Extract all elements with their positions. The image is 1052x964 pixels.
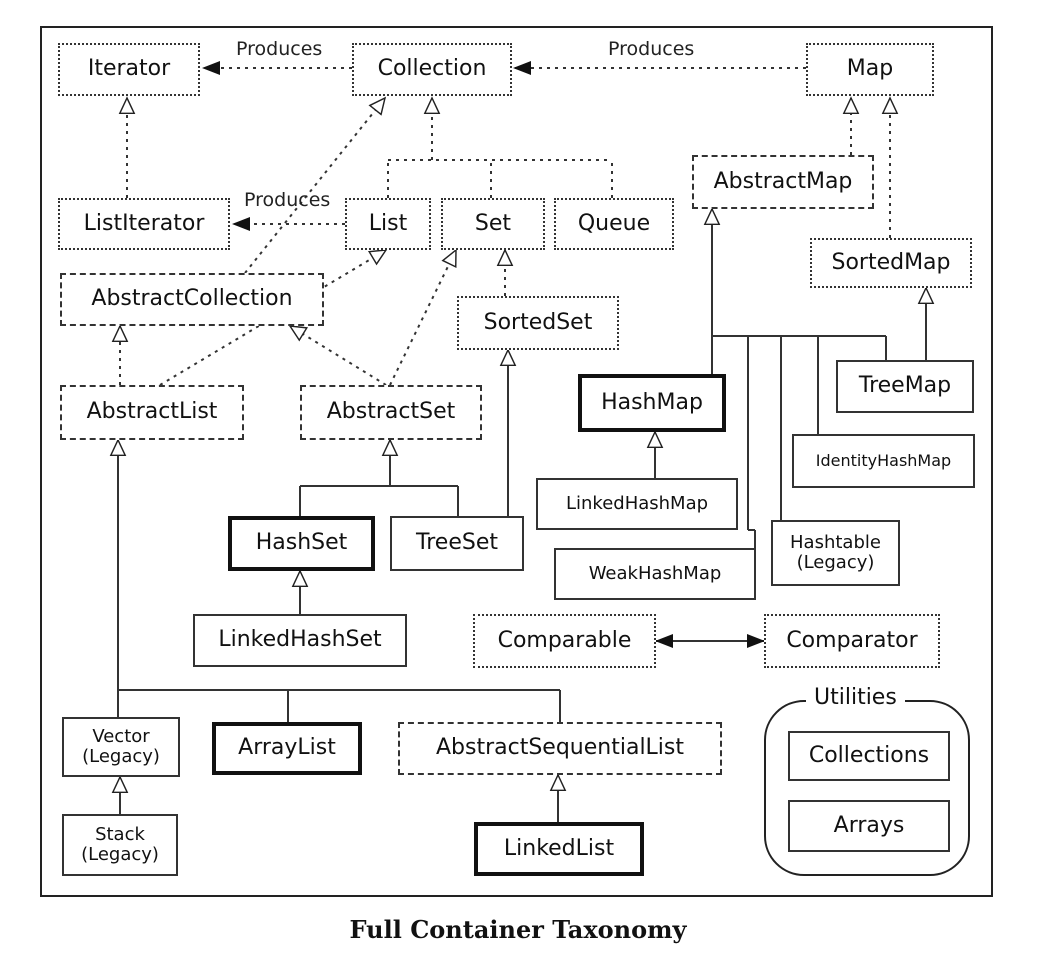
node-iterator: Iterator: [58, 43, 200, 96]
node-hashtable: Hashtable (Legacy): [771, 520, 900, 586]
node-linked-hash-map: LinkedHashMap: [536, 478, 738, 530]
node-map: Map: [806, 43, 934, 96]
edge-label-map-produces-collection: Produces: [608, 38, 695, 60]
node-linked-list: LinkedList: [474, 822, 644, 876]
node-abstract-map: AbstractMap: [692, 155, 874, 209]
edge-label-list-produces-list-iterator: Produces: [244, 189, 331, 211]
node-hash-map: HashMap: [578, 374, 726, 432]
utilities-title: Utilities: [806, 685, 905, 710]
node-sorted-map: SortedMap: [810, 238, 972, 288]
edge-label-collection-produces-iterator: Produces: [236, 38, 323, 60]
node-tree-map: TreeMap: [836, 360, 974, 413]
node-collections: Collections: [788, 731, 950, 781]
node-abstract-collection: AbstractCollection: [60, 273, 324, 326]
node-vector: Vector (Legacy): [62, 717, 180, 777]
node-queue: Queue: [554, 198, 674, 250]
node-sorted-set: SortedSet: [457, 296, 619, 350]
node-abstract-sequential-list: AbstractSequentialList: [398, 722, 722, 775]
diagram-caption: Full Container Taxonomy: [349, 915, 687, 944]
node-comparator: Comparator: [764, 614, 940, 668]
node-abstract-set: AbstractSet: [300, 385, 482, 440]
node-collection: Collection: [352, 43, 512, 96]
node-tree-set: TreeSet: [390, 516, 524, 571]
diagram-frame: [40, 26, 993, 897]
node-arrays: Arrays: [788, 800, 950, 852]
node-identity-hash-map: IdentityHashMap: [792, 434, 975, 488]
node-list-iterator: ListIterator: [58, 198, 230, 250]
node-linked-hash-set: LinkedHashSet: [193, 614, 407, 667]
node-hash-set: HashSet: [228, 516, 375, 571]
node-stack: Stack (Legacy): [62, 814, 178, 876]
node-list: List: [345, 198, 431, 250]
node-abstract-list: AbstractList: [60, 385, 244, 440]
node-set: Set: [441, 198, 545, 250]
node-array-list: ArrayList: [212, 722, 362, 775]
node-comparable: Comparable: [473, 614, 656, 668]
node-weak-hash-map: WeakHashMap: [554, 548, 756, 600]
